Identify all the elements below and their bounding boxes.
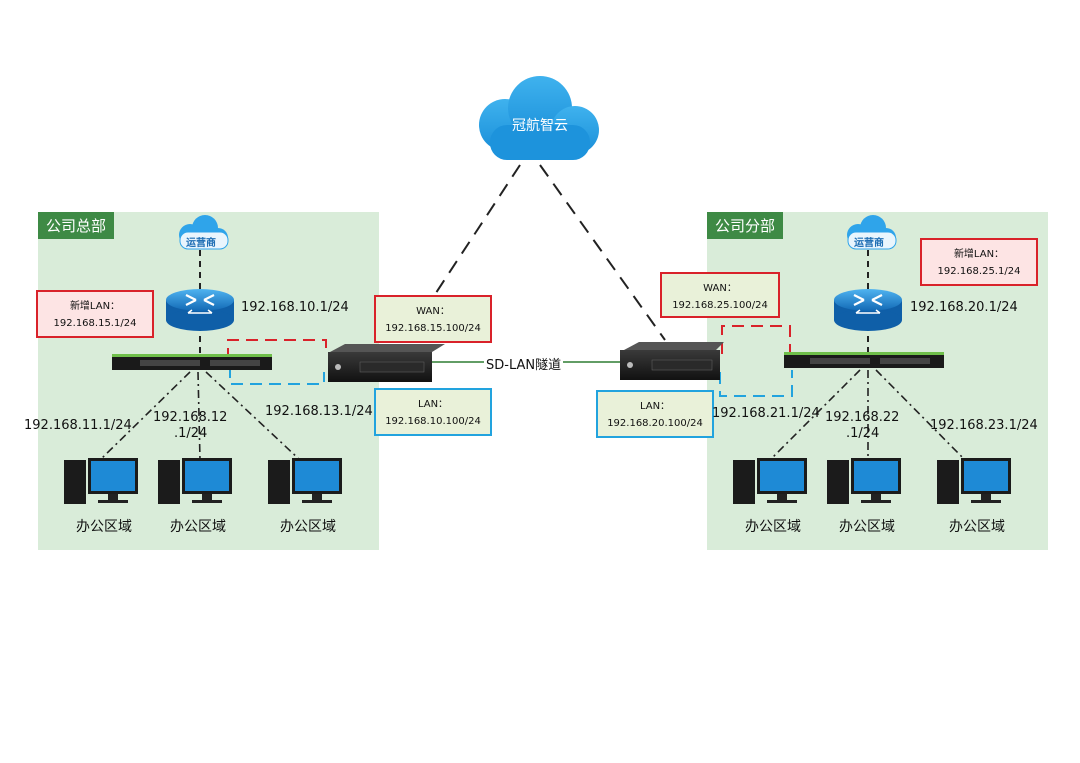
hq-title: 公司总部 <box>38 212 115 239</box>
hq-vlan-3: 192.168.13.1/24 <box>265 404 373 419</box>
hq-vlan-2a: 192.168.12 <box>153 410 228 425</box>
hq-lan-title: LAN： <box>417 399 449 410</box>
hq-wan-ip: 192.168.15.100/24 <box>385 323 481 334</box>
hq-vlan-2b: .1/24 <box>174 426 208 441</box>
hq-pc-icon-3 <box>268 458 342 504</box>
hq-wan-box: WAN： 192.168.15.100/24 <box>374 295 492 343</box>
branch-lan-title: LAN： <box>639 401 671 412</box>
branch-lan-dashed <box>719 370 793 397</box>
hq-pc2-link <box>197 371 201 461</box>
hq-new-lan-title: 新增LAN： <box>69 301 121 312</box>
branch-isp-cloud-icon <box>847 215 897 250</box>
hq-new-lan-ip: 192.168.15.1/24 <box>53 318 137 329</box>
hq-pc3-link <box>205 371 301 461</box>
tunnel-label: SD-LAN隧道 <box>484 354 564 373</box>
cloud-icon <box>479 76 599 160</box>
branch-vlan-3: 192.168.23.1/24 <box>930 418 1038 433</box>
branch-router-ip: 192.168.20.1/24 <box>910 300 1018 315</box>
branch-wan-box: WAN： 192.168.25.100/24 <box>660 272 780 318</box>
branch-title: 公司分部 <box>707 212 784 239</box>
hq-office-1: 办公区域 <box>76 519 132 535</box>
branch-office-1: 办公区域 <box>745 519 801 535</box>
branch-cloud-link <box>539 164 666 341</box>
hq-router-icon <box>166 289 234 331</box>
branch-lan-ip: 192.168.20.100/24 <box>607 418 703 429</box>
branch-wan-ip: 192.168.25.100/24 <box>672 300 768 311</box>
branch-isp-label: 运营商 <box>854 238 884 249</box>
hq-router-ip: 192.168.10.1/24 <box>241 300 349 315</box>
branch-new-lan-title: 新增LAN： <box>953 249 1005 260</box>
hq-lan-box: LAN： 192.168.10.100/24 <box>374 388 492 436</box>
branch-pc-icon-1 <box>733 458 807 504</box>
hq-switch-icon <box>112 354 272 370</box>
hq-isp-label: 运营商 <box>186 238 216 249</box>
branch-pc-icon-3 <box>937 458 1011 504</box>
hq-lan-dashed <box>229 366 325 385</box>
hq-office-2: 办公区域 <box>170 519 226 535</box>
hq-office-3: 办公区域 <box>280 519 336 535</box>
branch-router-icon <box>834 289 902 331</box>
hq-isp-cloud-icon <box>179 215 229 250</box>
branch-vlan-1: 192.168.21.1/24 <box>712 406 820 421</box>
branch-pc1-link <box>769 369 861 461</box>
branch-gateway-icon <box>620 342 724 380</box>
hq-pc1-link <box>99 371 191 461</box>
branch-new-lan-ip: 192.168.25.1/24 <box>937 266 1021 277</box>
hq-pc-icon-2 <box>158 458 232 504</box>
branch-wan-title: WAN： <box>703 283 737 294</box>
hq-vlan-1: 192.168.11.1/24 <box>24 418 132 433</box>
hq-wan-dashed <box>227 339 327 360</box>
branch-switch-icon <box>784 352 944 368</box>
hq-wan-title: WAN： <box>416 306 450 317</box>
hq-new-lan-box: 新增LAN： 192.168.15.1/24 <box>36 290 154 338</box>
branch-new-lan-box: 新增LAN： 192.168.25.1/24 <box>920 238 1038 286</box>
branch-vlan-2a: 192.168.22 <box>825 410 900 425</box>
branch-office-3: 办公区域 <box>949 519 1005 535</box>
branch-wan-dashed <box>721 325 791 360</box>
branch-office-2: 办公区域 <box>839 519 895 535</box>
branch-pc-icon-2 <box>827 458 901 504</box>
branch-vlan-2b: .1/24 <box>846 426 880 441</box>
hq-gateway-icon <box>328 344 445 382</box>
cloud-label: 冠航智云 <box>512 118 568 134</box>
hq-pc-icon-1 <box>64 458 138 504</box>
branch-lan-box: LAN： 192.168.20.100/24 <box>596 390 714 438</box>
hq-lan-ip: 192.168.10.100/24 <box>385 416 481 427</box>
branch-pc3-link <box>875 369 966 461</box>
